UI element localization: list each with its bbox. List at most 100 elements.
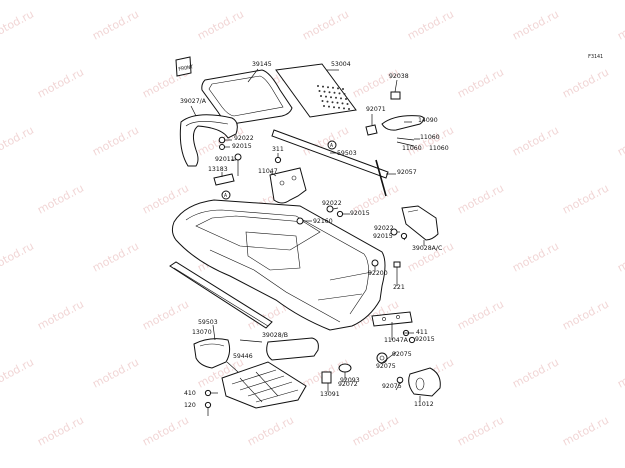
part-label: 92022 xyxy=(234,135,254,142)
part-label: 39028A/C xyxy=(412,245,442,252)
part-label: 92071 xyxy=(366,106,386,113)
bolt-120 xyxy=(204,401,212,416)
svg-text:A: A xyxy=(330,143,333,149)
watermark: motod.ru xyxy=(300,7,351,42)
part-label: 39027/A xyxy=(180,98,207,105)
bracket-13183 xyxy=(213,173,235,186)
mat-dot xyxy=(340,97,342,100)
side-grip-39028ac xyxy=(401,205,439,241)
part-label: 221 xyxy=(393,284,405,291)
watermark: motod.ru xyxy=(510,239,561,274)
mat-dot xyxy=(328,105,330,108)
callout-a-left: A xyxy=(221,190,231,200)
part-label: 39028/B xyxy=(262,332,288,339)
part-label: 59503 xyxy=(337,150,357,157)
watermark: motod.ru xyxy=(615,7,625,42)
strip-59503-top xyxy=(271,129,389,179)
watermark: motod.ru xyxy=(35,413,86,448)
part-11060 xyxy=(396,137,415,141)
mat-dot xyxy=(348,108,350,110)
screw-221 xyxy=(393,261,401,280)
part-label: 11047 xyxy=(258,168,278,175)
part-label: 92075 xyxy=(392,351,412,358)
watermark: motod.ru xyxy=(0,7,36,42)
ring-92093 xyxy=(338,363,352,373)
mat-dot xyxy=(328,91,331,94)
grip-39028b xyxy=(266,337,319,361)
part-label: 39145 xyxy=(252,61,272,68)
cap-13070 xyxy=(193,338,231,369)
mat-dot xyxy=(336,101,339,104)
mat-dot xyxy=(323,90,326,93)
bolt-92015-low xyxy=(408,336,416,344)
watermark: motod.ru xyxy=(510,355,561,390)
part-label: 92011 xyxy=(215,156,235,163)
mat-dot xyxy=(321,100,324,102)
part-label: 13183 xyxy=(208,166,228,173)
mat-dot xyxy=(338,92,341,95)
watermark: motod.ru xyxy=(90,7,141,42)
mat-dot xyxy=(338,106,340,109)
watermark: motod.ru xyxy=(510,123,561,158)
watermark: motod.ru xyxy=(350,413,401,448)
bolt-92011 xyxy=(234,153,242,176)
watermark: motod.ru xyxy=(35,65,86,100)
part-label: 120 xyxy=(184,402,196,409)
bracket-11047 xyxy=(269,156,307,204)
mat-dot xyxy=(317,85,319,87)
hatch-mat xyxy=(275,63,357,118)
mat-dot xyxy=(322,85,324,88)
watermark: motod.ru xyxy=(510,7,561,42)
watermark: motod.ru xyxy=(615,123,625,158)
part-label: 92015 xyxy=(373,233,393,240)
mat-dot xyxy=(333,91,336,94)
bolt-410 xyxy=(204,389,212,397)
mat-dot xyxy=(343,107,345,110)
watermark: motod.ru xyxy=(90,239,141,274)
watermark: motod.ru xyxy=(455,413,506,448)
part-label: 11047A xyxy=(384,337,409,344)
watermark: motod.ru xyxy=(35,181,86,216)
mat-dot xyxy=(327,86,329,89)
watermark: motod.ru xyxy=(560,413,611,448)
part-label: 92057 xyxy=(397,169,417,176)
pad-92072 xyxy=(321,371,332,384)
watermark: motod.ru xyxy=(35,297,86,332)
mat-dot xyxy=(333,106,335,109)
part-label: 11060 xyxy=(402,145,422,152)
part-label: 92160 xyxy=(313,218,333,225)
part-label: 92093 xyxy=(340,377,360,384)
part-label: 92015 xyxy=(350,210,370,217)
mat-dot xyxy=(345,98,347,100)
part-label: 92038 xyxy=(389,73,409,80)
watermark: motod.ru xyxy=(90,123,141,158)
mat-dot xyxy=(323,105,325,107)
part-label: 92015 xyxy=(232,143,252,150)
watermark: motod.ru xyxy=(245,413,296,448)
leader-lines xyxy=(190,68,425,402)
watermark: motod.ru xyxy=(0,239,36,274)
watermark: motod.ru xyxy=(195,7,246,42)
part-label: 53004 xyxy=(331,61,351,68)
part-label: 11012 xyxy=(414,401,434,408)
part-label: 11060 xyxy=(429,145,449,152)
part-label: 59503 xyxy=(198,319,218,326)
watermark: motod.ru xyxy=(405,7,456,42)
mat-dot xyxy=(320,95,322,97)
nozzle-11012 xyxy=(396,367,441,397)
washer-92022 xyxy=(218,136,226,144)
svg-text:FRONT: FRONT xyxy=(178,64,194,73)
intake-grate-59446 xyxy=(221,361,307,409)
part-label: 410 xyxy=(184,390,196,397)
part-label: 92015 xyxy=(415,336,435,343)
part-label: 14090 xyxy=(418,117,438,124)
hatch-frame xyxy=(201,69,293,125)
part-label: 92022 xyxy=(322,200,342,207)
mat-dot xyxy=(337,87,339,90)
mat-dot xyxy=(326,100,329,103)
rod-92057 xyxy=(375,159,387,197)
watermark: motod.ru xyxy=(615,355,625,390)
part-label: 92075 xyxy=(382,383,402,390)
bracket-11047a xyxy=(371,311,413,327)
watermark: motod.ru xyxy=(140,297,191,332)
